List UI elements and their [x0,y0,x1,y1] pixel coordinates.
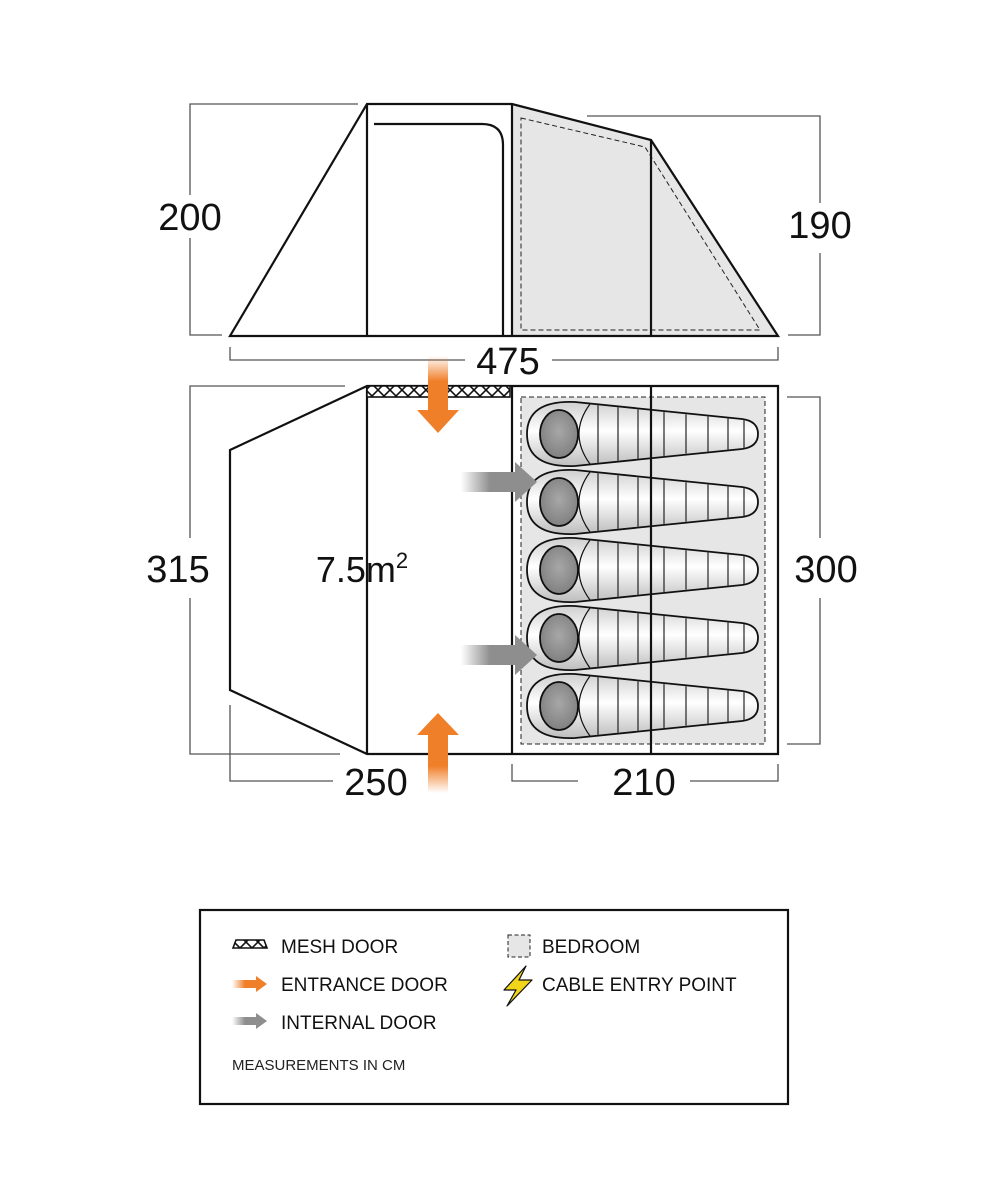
entrance-arrow-icon [232,976,267,992]
legend-bedroom-label: BEDROOM [542,937,640,958]
legend-measurements-note: MEASUREMENTS IN CM [232,1057,405,1074]
bedroom-length-label: 210 [612,762,675,804]
total-length-dimension: 475 [229,341,779,383]
floor-dimension-lines [189,385,821,782]
sleeping-bag [526,469,759,535]
porch-length-label: 250 [344,762,407,804]
sleeping-bag [526,605,759,671]
internal-door-upper [461,462,537,502]
legend-entrance-door-label: ENTRANCE DOOR [281,975,448,996]
sleeping-bag-head [539,409,579,459]
bedroom-swatch-icon [507,934,531,958]
legend-cable-entry-label: CABLE ENTRY POINT [542,975,737,996]
side-height-left-label: 200 [158,197,221,239]
mesh-door-icon [231,939,269,949]
sleeping-bag-head [539,477,579,527]
side-elevation: 200 190 [158,102,852,338]
side-door-outline [374,122,505,336]
sleeping-bag [526,673,759,739]
side-outline [228,102,781,338]
sleeping-bag [526,537,759,603]
legend: MESH DOOR ENTRANCE DOOR INTERNAL DOOR BE… [198,908,790,1106]
legend-internal-door-label: INTERNAL DOOR [281,1013,437,1034]
living-area-label: 7.5m2 [316,548,408,590]
legend-box [198,908,790,1106]
sleeping-bag-head [539,545,579,595]
legend-mesh-door-label: MESH DOOR [281,937,398,958]
floor-plan: 7.5m2 315 300 250 210 [146,356,858,804]
side-bedroom-fill [512,105,778,336]
sleeping-bag [526,401,759,467]
internal-door-lower [461,635,537,675]
sleeping-bag-head [539,681,579,731]
entrance-door-bottom [417,713,459,793]
side-bedroom-inner-dashed [520,117,761,331]
side-height-right-label: 190 [788,205,851,247]
total-length-label: 475 [476,341,539,383]
floor-width-right-label: 300 [794,549,857,591]
internal-arrow-icon [232,1013,267,1029]
entrance-door-top [417,356,459,433]
lightning-bolt-icon [503,965,533,1007]
sleeping-bag-head [539,613,579,663]
floor-width-left-label: 315 [146,549,209,591]
sleeping-bags [526,401,759,739]
side-dimension-lines [189,103,821,336]
